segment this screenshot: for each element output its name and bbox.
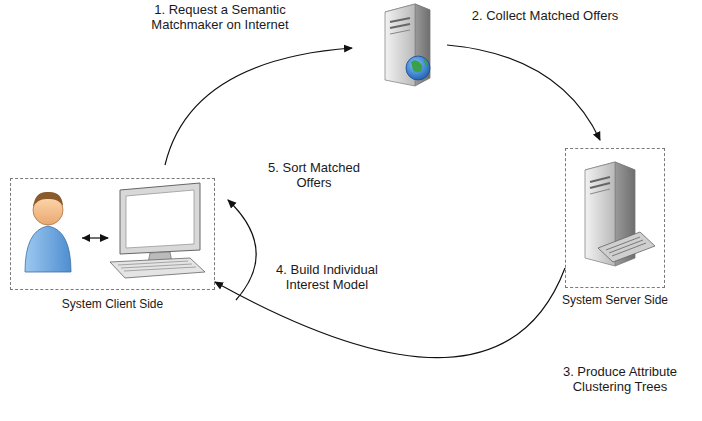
step-label: 2. Collect Matched Offers bbox=[470, 8, 620, 23]
step-label: 5. Sort Matched Offers bbox=[262, 160, 366, 190]
node-caption: System Server Side bbox=[560, 293, 670, 307]
step-label: 3. Produce Attribute Clustering Trees bbox=[545, 364, 695, 394]
node-caption: System Client Side bbox=[0, 297, 234, 311]
server-box: System Server Side bbox=[565, 148, 665, 288]
client-box: System Client Side bbox=[10, 178, 215, 290]
computer-icon bbox=[110, 183, 205, 278]
internet-server-icon bbox=[385, 4, 430, 86]
user-icon bbox=[25, 192, 71, 272]
step-label: 1. Request a Semantic Matchmaker on Inte… bbox=[145, 2, 295, 32]
flow-arrow bbox=[165, 48, 352, 165]
server-icon bbox=[585, 162, 655, 266]
flow-arrow bbox=[447, 45, 600, 140]
flow-arrow bbox=[228, 200, 256, 300]
step-label: 4. Build Individual Interest Model bbox=[262, 262, 392, 292]
